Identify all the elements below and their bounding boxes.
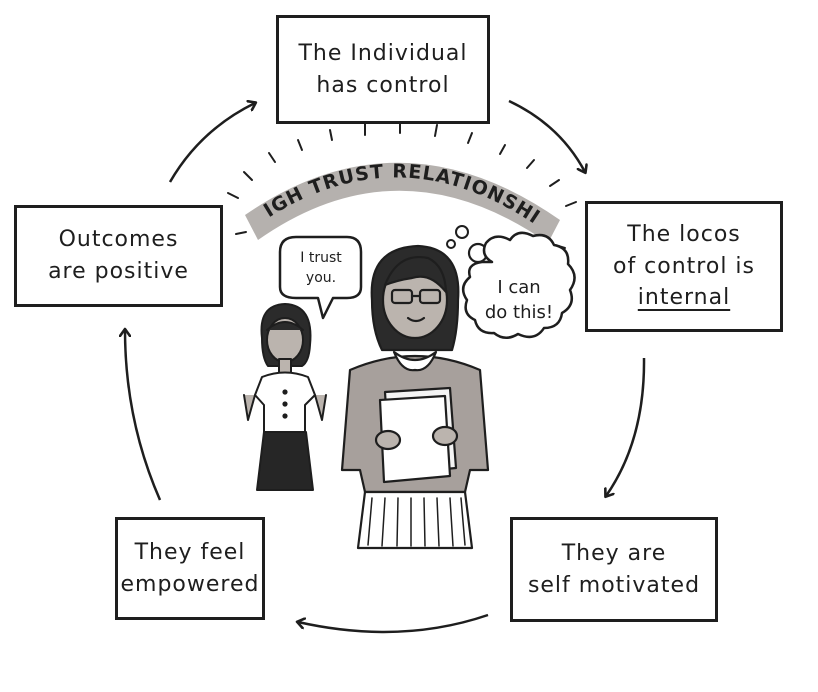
- cycle-box-text: They feel: [134, 539, 246, 565]
- cycle-box-text: empowered: [120, 571, 260, 597]
- cycle-box-text: self motivated: [527, 572, 701, 598]
- cycle-box-text: are positive: [48, 259, 189, 284]
- cycle-box-text: Outcomes: [58, 227, 179, 253]
- cycle-box-text-internal: internal: [637, 285, 731, 311]
- thought-bubble: I can do this!: [446, 225, 576, 339]
- arrow-top-to-right: [508, 99, 585, 172]
- cycle-box-text: The Individual: [298, 40, 468, 66]
- arrow-bottom-right-to-bottom-left: [298, 613, 489, 634]
- cycle-box-locus-of-control: The locos of control is internal: [585, 201, 783, 332]
- cycle-box-text: has control: [316, 72, 450, 98]
- cycle-box-outcomes-positive: Outcomes are positive: [14, 205, 223, 307]
- arrow-right-to-bottom-right: [606, 357, 646, 496]
- arrow-left-to-top: [168, 103, 255, 183]
- thought-bubble-line-1: I can: [497, 277, 540, 298]
- cycle-box-individual-control: The Individual has control: [276, 15, 490, 124]
- speech-bubble-line-1: I trust: [300, 250, 342, 266]
- arrow-bottom-left-to-left: [125, 330, 162, 501]
- cycle-box-text: They are: [561, 540, 667, 566]
- cycle-box-empowered: They feel empowered: [115, 517, 265, 620]
- thought-bubble-line-2: do this!: [485, 302, 553, 323]
- cycle-box-self-motivated: They are self motivated: [510, 517, 718, 622]
- speech-bubble-line-2: you.: [306, 270, 336, 286]
- small-figure: [243, 303, 327, 491]
- speech-bubble: I trust you.: [278, 235, 363, 320]
- main-figure: [340, 244, 490, 550]
- cycle-box-text: of control is: [612, 253, 756, 279]
- cycle-box-text: The locos: [627, 221, 741, 247]
